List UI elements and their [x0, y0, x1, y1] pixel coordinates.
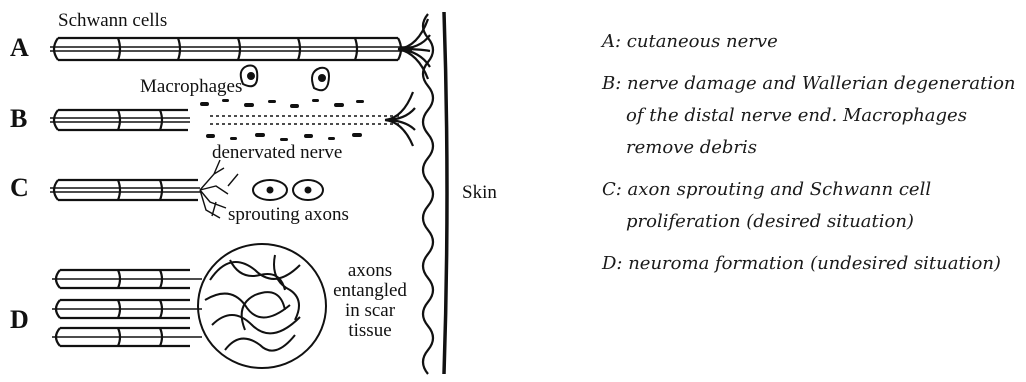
nerve-d: [52, 270, 202, 346]
macrophage-1: [241, 66, 258, 87]
neuroma: [198, 244, 326, 368]
row-letter-c: C: [10, 173, 29, 202]
label-skin: Skin: [462, 182, 497, 203]
schwann-cell-chain-a: [58, 38, 398, 60]
legend-item-c: C: axon sprouting and Schwann cell proli…: [602, 174, 1022, 238]
nerve-endings-a: [398, 19, 430, 79]
label-scar-1: axons: [348, 260, 392, 281]
label-macrophages: Macrophages: [140, 76, 242, 97]
nerve-endings-b: [385, 92, 415, 146]
schwann-cell-chain-b: [58, 110, 188, 130]
myelin-debris: [200, 99, 364, 141]
schwann-cell-chain-c: [58, 180, 198, 200]
row-letter-a: A: [10, 33, 29, 62]
label-sprouting-axons: sprouting axons: [228, 204, 349, 225]
proliferating-schwann-cells: [253, 180, 323, 200]
axon-c: [50, 188, 200, 192]
skin-bracket: [444, 12, 447, 374]
label-schwann-cells: Schwann cells: [58, 10, 167, 31]
denervated-nerve: [210, 116, 400, 124]
skin-boundary: [423, 14, 433, 374]
label-scar-2: entangled: [333, 280, 407, 301]
legend-item-b: B: nerve damage and Wallerian degenerati…: [602, 68, 1022, 164]
label-scar-3: in scar: [345, 300, 396, 321]
nerve-c: [50, 160, 238, 218]
legend-item-d: D: neuroma formation (undesired situatio…: [602, 248, 1022, 280]
label-scar-4: tissue: [348, 320, 391, 341]
legend: A: cutaneous nerve B: nerve damage and W…: [602, 26, 1022, 290]
row-letter-d: D: [10, 305, 29, 334]
legend-item-a: A: cutaneous nerve: [602, 26, 1022, 58]
label-denervated-nerve: denervated nerve: [212, 142, 342, 163]
row-letter-b: B: [10, 104, 27, 133]
macrophage-2: [312, 68, 329, 90]
